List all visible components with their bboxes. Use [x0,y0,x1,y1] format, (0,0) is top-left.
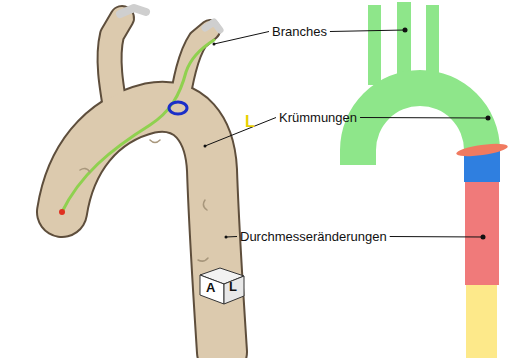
leader-dot [225,236,228,239]
leader-dot [486,116,491,121]
leader-dot [403,28,408,33]
leader-line [226,236,237,238]
leader-line [390,236,483,238]
callout-label: Durchmesseränderungen [240,230,387,243]
callout-label: Branches [272,25,327,38]
leader-dot [213,43,216,46]
callout-label: Krümmungen [279,111,357,124]
leader-line [330,30,405,32]
leader-line [205,118,276,147]
orientation-cube [200,268,244,304]
aorta-schematic [340,2,508,358]
cube-face-label: A [206,281,215,294]
side-marker: L [245,114,255,130]
cube-face-label: L [229,280,237,293]
leader-line [360,117,488,119]
leader-lines [204,28,491,240]
aorta-render [59,8,222,352]
leader-dot [481,235,486,240]
leader-line [214,32,269,45]
leader-dot [204,145,207,148]
